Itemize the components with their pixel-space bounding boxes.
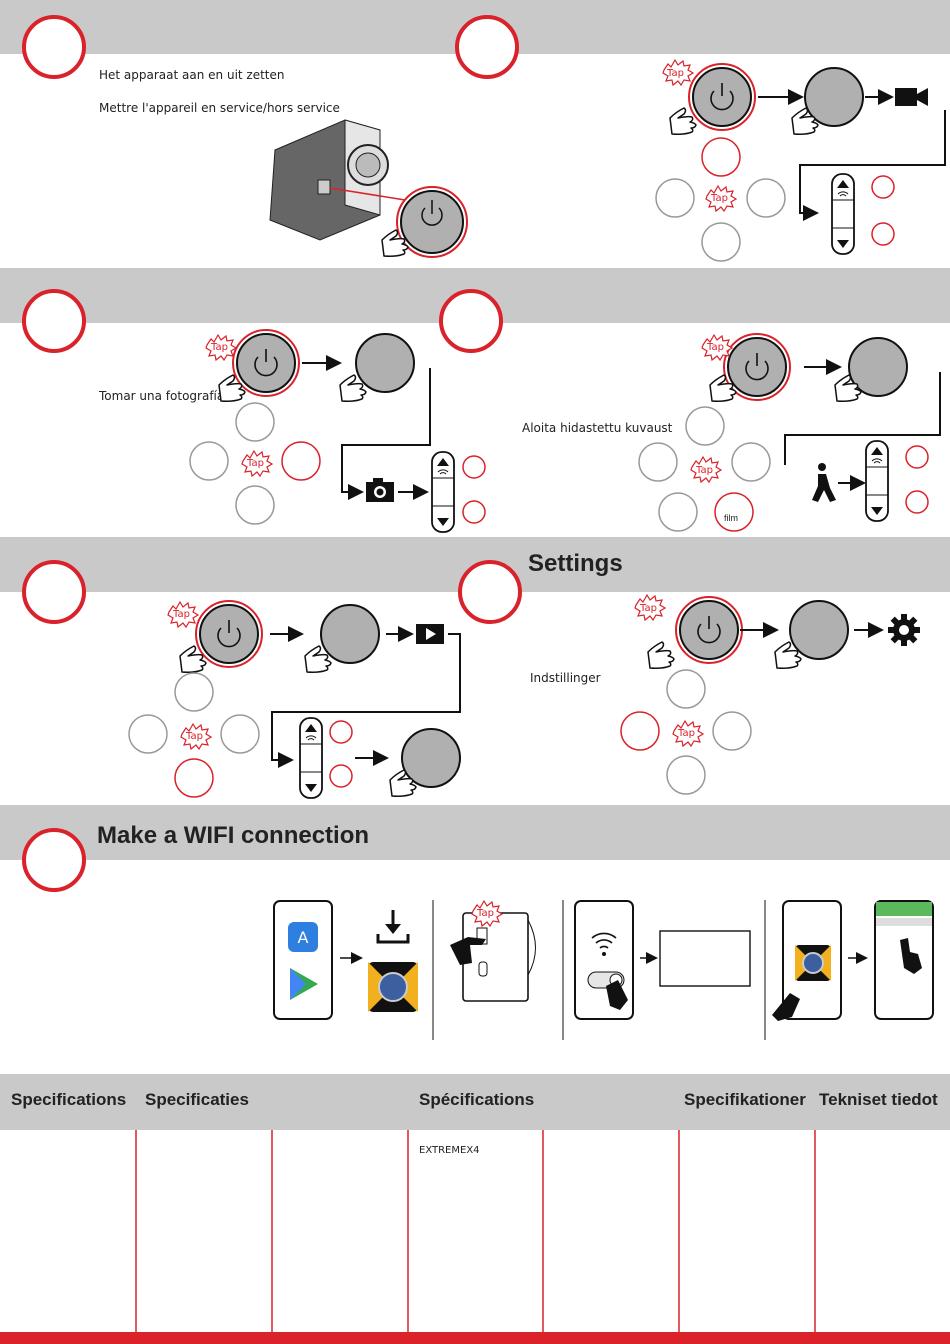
photo-mode-diagram bbox=[189, 329, 486, 533]
video-camera-icon bbox=[895, 88, 928, 106]
camera-wifi-button bbox=[462, 912, 536, 1002]
tap-label: Tap bbox=[667, 68, 684, 79]
tap-label: Tap bbox=[477, 908, 494, 919]
play-icon bbox=[416, 624, 444, 644]
section-number-circle bbox=[22, 828, 86, 892]
wifi-title: Make a WIFI connection bbox=[97, 822, 370, 849]
settings-title: Settings bbox=[528, 550, 623, 577]
section-number-circle bbox=[439, 289, 503, 353]
slowmo-mode-diagram bbox=[638, 333, 941, 532]
tap-label: Tap bbox=[173, 609, 190, 620]
tap-label: Tap bbox=[186, 731, 203, 742]
spec-header-fi: Tekniset tiedot bbox=[819, 1090, 938, 1109]
action-camera-illustration bbox=[269, 119, 468, 258]
spec-header-fr: Spécifications bbox=[419, 1090, 535, 1109]
tap-label: Tap bbox=[707, 342, 724, 353]
slowmo-text: Aloita hidastettu kuvaust bbox=[522, 421, 673, 435]
section-number-circle bbox=[22, 15, 86, 79]
tap-label: Tap bbox=[711, 193, 728, 204]
section-number-circle bbox=[458, 560, 522, 624]
bottom-red-bar bbox=[0, 1332, 950, 1344]
spec-model: EXTREMEX4 bbox=[419, 1145, 480, 1156]
section-number-circle bbox=[455, 15, 519, 79]
tap-label: Tap bbox=[247, 458, 264, 469]
svg-text:A: A bbox=[298, 928, 309, 947]
download-icon bbox=[376, 910, 410, 944]
tap-label: Tap bbox=[696, 465, 713, 476]
wifi-steps-diagram: A bbox=[273, 900, 934, 1040]
spec-header-da: Specifikationer bbox=[684, 1090, 806, 1109]
walking-person-icon bbox=[812, 463, 836, 502]
power-text-nl: Het apparaat aan en uit zetten bbox=[99, 68, 285, 82]
power-text-fr: Mettre l'appareil en service/hors servic… bbox=[99, 101, 340, 115]
tap-label: Tap bbox=[678, 728, 695, 739]
photo-camera-icon bbox=[366, 478, 394, 502]
camera-app-icon bbox=[795, 945, 831, 981]
gear-icon bbox=[888, 614, 920, 646]
tap-label: Tap bbox=[640, 603, 657, 614]
wifi-icon bbox=[591, 932, 617, 956]
camera-app-icon bbox=[368, 962, 418, 1012]
settings-mode-diagram bbox=[620, 594, 920, 795]
film-label: film bbox=[724, 513, 738, 523]
spec-header-en: Specifications bbox=[11, 1090, 127, 1109]
google-play-icon bbox=[290, 968, 318, 1000]
spec-column-dividers bbox=[135, 1130, 816, 1332]
spec-header-nl: Specificaties bbox=[145, 1090, 249, 1109]
spec-header-band bbox=[0, 1074, 950, 1130]
section-number-circle bbox=[22, 560, 86, 624]
tap-label: Tap bbox=[211, 342, 228, 353]
settings-text: Indstillinger bbox=[530, 671, 601, 685]
photo-text: Tomar una fotografía bbox=[99, 389, 225, 403]
section-band-4 bbox=[0, 805, 950, 860]
app-store-icon: A bbox=[288, 922, 318, 952]
section-number-circle bbox=[22, 289, 86, 353]
video-mode-diagram bbox=[655, 59, 946, 262]
playback-mode-diagram bbox=[128, 600, 461, 799]
